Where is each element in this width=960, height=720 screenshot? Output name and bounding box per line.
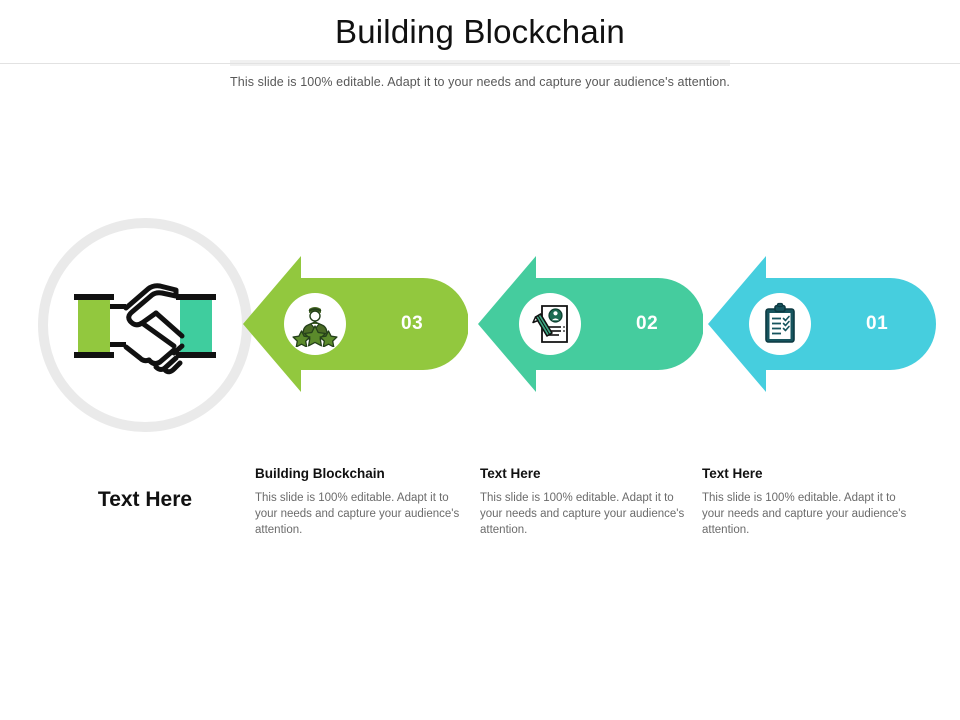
step-02-number: 02 [636, 313, 659, 334]
process-step-01[interactable]: 01 [708, 256, 936, 392]
step-03-text-block: Building Blockchain This slide is 100% e… [255, 466, 460, 538]
left-badge-label: Text Here [97, 488, 193, 511]
page-title: Building Blockchain [335, 13, 625, 50]
step-03-body: This slide is 100% editable. Adapt it to… [255, 492, 460, 536]
step-01-body: This slide is 100% editable. Adapt it to… [702, 492, 907, 536]
step-03-icon-badge [284, 293, 346, 355]
handshake-badge[interactable] [38, 218, 252, 432]
resume-document-pencil-icon [527, 301, 573, 347]
step-02-text-block: Text Here This slide is 100% editable. A… [480, 466, 685, 538]
step-03-heading: Building Blockchain [255, 466, 385, 481]
step-03-number: 03 [401, 313, 424, 334]
header-divider [0, 63, 960, 64]
person-three-stars-icon [292, 301, 338, 347]
step-02-heading: Text Here [480, 466, 541, 481]
step-02-body: This slide is 100% editable. Adapt it to… [480, 492, 685, 536]
step-02-icon-badge [519, 293, 581, 355]
clipboard-checklist-icon [757, 301, 803, 347]
page-subtitle: This slide is 100% editable. Adapt it to… [230, 75, 730, 89]
process-step-02[interactable]: 02 [478, 256, 703, 392]
process-step-03[interactable]: 03 [243, 256, 468, 392]
handshake-icon [70, 270, 220, 380]
step-01-icon-badge [749, 293, 811, 355]
step-01-text-block: Text Here This slide is 100% editable. A… [702, 466, 907, 538]
step-01-number: 01 [866, 313, 889, 334]
step-01-heading: Text Here [702, 466, 763, 481]
